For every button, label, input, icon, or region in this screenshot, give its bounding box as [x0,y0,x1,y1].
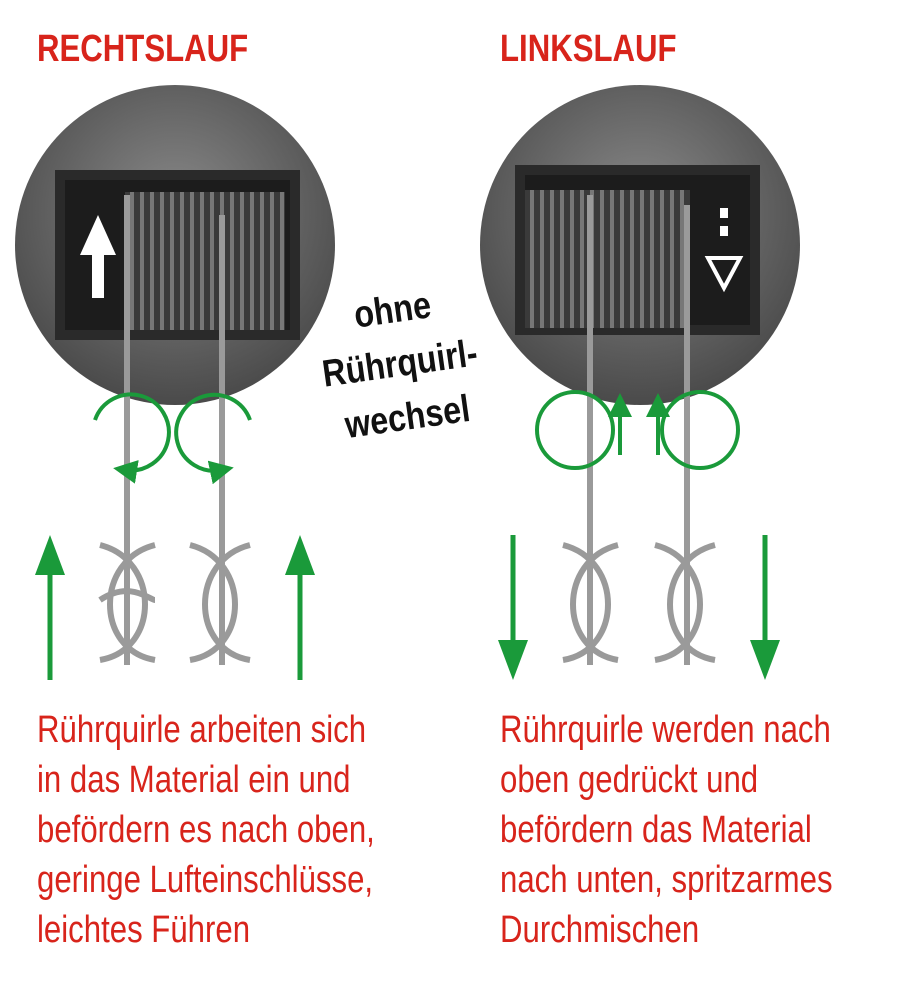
down-triangle-icon [704,256,744,293]
title-left-rotation: LINKSLAUF [500,28,677,70]
rotation-arrows [93,390,740,485]
switch-photo-left-rotation [480,85,800,405]
description-line: leichtes Führen [37,909,251,951]
description-line: in das Material ein und [37,759,351,801]
description-line: Rührquirle werden nach [500,709,831,751]
description-line: befördern es nach oben, [37,809,375,851]
up-arrow-icon [80,215,116,298]
title-right-rotation: RECHTSLAUF [37,28,249,70]
mixer-paddles [98,195,716,665]
description-line: geringe Lufteinschlüsse, [37,859,374,901]
center-note: ohne Rührquirl- wechsel [305,272,496,456]
description-line: oben gedrückt und [500,759,759,801]
description-left-rotation: Rührquirle werden nach oben gedrückt und… [500,705,833,955]
flow-arrows [35,535,780,680]
switch-photo-right-rotation [15,85,335,405]
description-line: nach unten, spritzarmes [500,859,833,901]
description-line: befördern das Material [500,809,812,851]
description-line: Durchmischen [500,909,700,951]
description-line: Rührquirle arbeiten sich [37,709,367,751]
description-right-rotation: Rührquirle arbeiten sich in das Material… [37,705,375,955]
